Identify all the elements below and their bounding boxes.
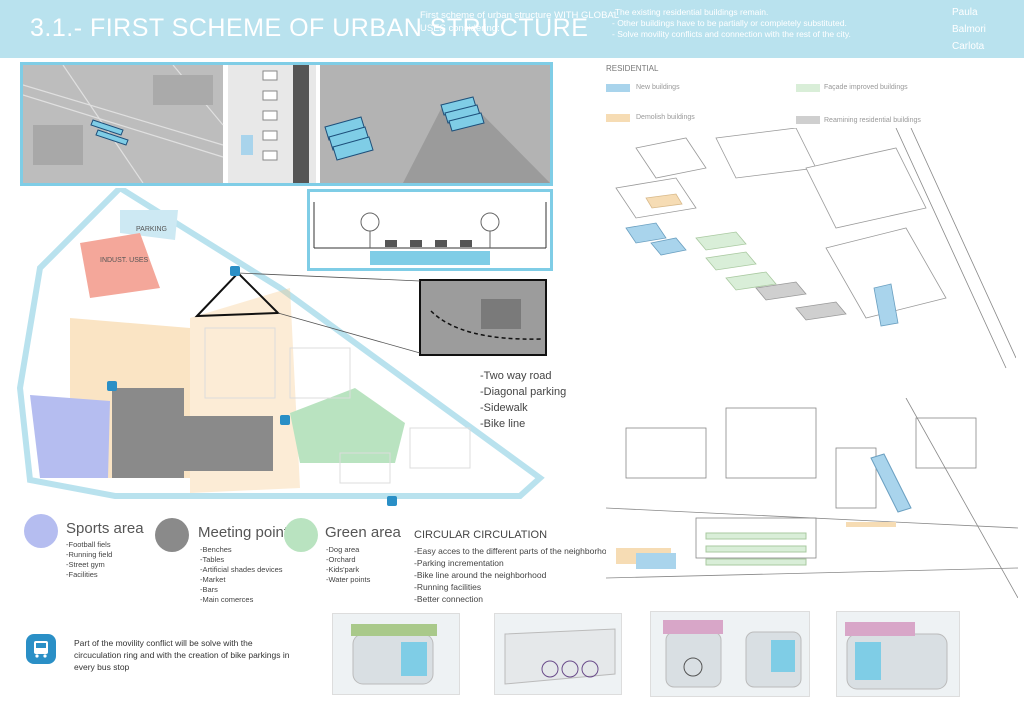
axonometric-view <box>615 128 1016 369</box>
detail-photo <box>419 279 547 356</box>
bus-stop-marker <box>90 119 124 136</box>
section-lanes <box>370 251 490 265</box>
residential-title: RESIDENTIAL <box>606 64 659 73</box>
road-feature-item: -Bike line <box>480 418 526 430</box>
legend-item: -Tables <box>200 555 225 564</box>
parked-cars <box>262 70 278 161</box>
header-bullet: - Other buildings have to be partially o… <box>612 18 847 28</box>
legend-key-demolish <box>606 114 630 122</box>
legend-item: -Bike line around the neighborhood <box>414 570 547 580</box>
legend-item: -Better connection <box>414 594 483 604</box>
legend-item: -Easy acces to the different parts of th… <box>414 546 617 556</box>
legend-item: -Parking incrementation <box>414 558 504 568</box>
bike-parking-render-2 <box>494 613 622 695</box>
green-area-title: Green area <box>325 524 401 541</box>
meeting-point-items: -Benches -Tables -Artificial shades devi… <box>200 545 283 605</box>
road-strip <box>293 65 309 183</box>
sports-area-zone <box>30 395 110 478</box>
legend-item: -Football fiels <box>66 540 111 549</box>
legend-key-facade <box>796 84 820 92</box>
legend-item: -Artificial shades devices <box>200 565 283 574</box>
meeting-point-swatch <box>155 518 189 552</box>
bike-parking-render-1 <box>332 613 460 695</box>
green-area-zone <box>290 388 405 463</box>
legend-item: -Main comerces <box>200 595 254 604</box>
meeting-point-zone <box>178 416 273 471</box>
legend-item: -Market <box>200 575 226 584</box>
aerial-block <box>153 75 213 105</box>
legend-label: Reamining residential buildings <box>824 117 921 124</box>
legend-item: -Benches <box>200 545 232 554</box>
bike-parking-icon <box>663 620 802 688</box>
parking-zone <box>120 210 178 240</box>
legend-item: -Street gym <box>66 560 105 569</box>
circulation-title: CIRCULAR CIRCULATION <box>414 529 548 541</box>
header-bullet: - Solve movility conflicts and connectio… <box>612 29 851 39</box>
sports-area-items: -Football fiels -Running field -Street g… <box>66 540 112 580</box>
legend-item: -Orchard <box>326 555 356 564</box>
street-road <box>403 105 550 183</box>
bike-parking-icon <box>351 624 437 685</box>
sports-area-swatch <box>24 514 58 548</box>
legend-item: -Facilities <box>66 570 98 579</box>
meeting-point-zone <box>112 388 184 478</box>
authors-list: Paula Balmori Carlota Nuñez Pablo Diego <box>952 4 1014 89</box>
circulation-items: -Easy acces to the different parts of th… <box>414 545 616 605</box>
green-area-items: -Dog area -Orchard -Kids'park -Water poi… <box>326 545 370 585</box>
legend-item: -Running field <box>66 550 113 559</box>
legend-key-remaining <box>796 116 820 124</box>
indust-uses-label: INDUST. USES <box>100 257 149 264</box>
bus-note: Part of the movility conflict will be so… <box>74 638 290 672</box>
legend-key-new <box>606 84 630 92</box>
masterplan-svg <box>16 188 545 506</box>
parking-label: PARKING <box>136 226 167 233</box>
block-outlines <box>204 327 471 484</box>
legend-label: Façade improved buildings <box>824 84 908 91</box>
page-subtitle: First scheme of urban structure WITH GLO… <box>420 10 619 34</box>
road-features-list: -Two way road -Diagonal parking -Sidewal… <box>480 368 566 432</box>
green-area-swatch <box>284 518 318 552</box>
author-name: Pablo Diego <box>952 75 1007 86</box>
bike-parking-markers <box>324 96 485 161</box>
aerial-photos-svg <box>22 64 550 184</box>
meeting-point-title: Meeting point <box>198 524 289 541</box>
bike-parking-render-3 <box>650 611 810 697</box>
header-banner: 3.1.- FIRST SCHEME OF URBAN STRUCTURE Fi… <box>0 0 1024 86</box>
aerial-photo-strip <box>20 62 553 186</box>
legend-item: -Dog area <box>326 545 360 554</box>
aerial-block <box>33 125 83 165</box>
detail-triangle <box>194 271 281 318</box>
indust-uses-zone <box>80 233 160 298</box>
plan-view <box>606 398 1018 598</box>
bike-parking-icon <box>504 628 616 685</box>
header-bullets: -The existing residential buildings rema… <box>612 7 851 40</box>
page-title: 3.1.- FIRST SCHEME OF URBAN STRUCTURE <box>30 14 589 42</box>
section-cars <box>385 240 472 247</box>
bus-stop-marker <box>95 129 129 146</box>
bike-parking-render-4 <box>836 611 960 697</box>
road-feature-item: -Sidewalk <box>480 402 528 414</box>
legend-item: -Bars <box>200 585 218 594</box>
author-name: Paula Balmori <box>952 7 986 35</box>
legend-item: -Kids'park <box>326 565 360 574</box>
sports-area-title: Sports area <box>66 520 144 537</box>
bus-stop-icons <box>107 266 397 506</box>
road-feature-item: -Diagonal parking <box>480 386 567 398</box>
circulation-ring <box>16 188 545 499</box>
car-highlight <box>241 135 253 155</box>
road-feature-item: -Two way road <box>480 370 552 382</box>
bus-icon <box>26 634 56 664</box>
legend-item: -Running facilities <box>414 582 482 592</box>
legend-item: -Water points <box>326 575 371 584</box>
header-bullet: -The existing residential buildings rema… <box>612 7 769 17</box>
bike-parking-icon <box>845 622 948 690</box>
detail-photo-svg <box>430 299 542 340</box>
street-section-panel <box>307 189 553 271</box>
street-section-svg <box>313 202 547 265</box>
legend-label: New buildings <box>636 84 680 91</box>
author-name: Carlota Nuñez <box>952 41 985 69</box>
legend-label: Demolish buildings <box>636 114 695 121</box>
bus-icon-glyph <box>34 641 48 658</box>
